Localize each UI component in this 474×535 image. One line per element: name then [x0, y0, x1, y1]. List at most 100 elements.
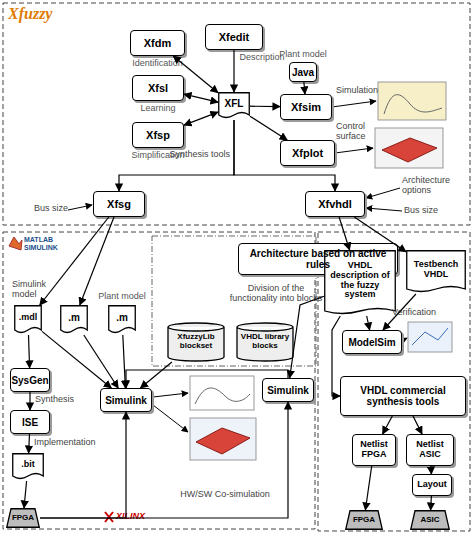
- connector-arrow: [304, 82, 305, 94]
- annotation-label: Architecture options: [402, 176, 468, 196]
- process-box: XfspSimplification: [132, 122, 184, 148]
- node-label: Simulink: [265, 385, 311, 396]
- node-label: FPGA: [351, 516, 377, 525]
- document-shape: .bit: [12, 453, 44, 481]
- connector-arrow: [383, 416, 393, 434]
- arrow: [366, 188, 400, 198]
- connector-arrow: [290, 296, 324, 378]
- node-caption: Plant model: [98, 292, 146, 302]
- node-label: VHDL library blocks: [236, 333, 294, 351]
- node-label: Architecture based on active rules: [239, 248, 397, 270]
- connector-arrow: [29, 392, 30, 410]
- chip-shape: ASIC: [410, 510, 450, 530]
- node-label: Testbench VHDL: [406, 260, 466, 280]
- node-label: ModelSim: [346, 337, 397, 348]
- arrow: [403, 338, 407, 340]
- node-label: Xfvhdl: [316, 198, 354, 210]
- simulation-thumbnail: [378, 82, 446, 120]
- annotation-label: HW/SW Co-simulation: [160, 490, 290, 500]
- process-box: XfeditDescription: [205, 24, 263, 50]
- process-box: Xfsg: [93, 191, 145, 217]
- connector-arrow: [40, 412, 126, 518]
- node-label: .bit: [19, 460, 37, 470]
- connector-arrow: [141, 362, 172, 388]
- node-label: VHDL description of the fuzzy system: [324, 261, 396, 301]
- node-label: ASIC: [418, 516, 441, 525]
- connector-arrow: [430, 466, 432, 474]
- node-label: Xfplot: [290, 147, 325, 159]
- node-label: Xfdm: [142, 37, 174, 49]
- connector-arrow: [184, 94, 218, 102]
- process-box: SysGen: [10, 368, 50, 392]
- region-border: [3, 232, 315, 529]
- process-box: Xfsim: [280, 94, 332, 120]
- annotation-label: MATLAB SIMULINK: [24, 236, 72, 251]
- connector-arrow: [29, 335, 30, 368]
- database-cylinder: XfuzzyLib blockset: [167, 322, 225, 362]
- annotation-label: Bus size: [404, 206, 454, 216]
- node-caption: Description: [239, 53, 284, 63]
- xilinx-logo: [105, 512, 113, 522]
- node-label: Xfedit: [217, 31, 252, 43]
- arrow: [153, 393, 188, 397]
- annotation-label: Control surface: [336, 122, 376, 142]
- modelsim-thumbnail: [408, 322, 452, 352]
- node-caption: Simplification: [131, 151, 184, 161]
- node-caption: Learning: [140, 104, 175, 114]
- process-box: Xfplot: [280, 140, 335, 166]
- process-box: Layout: [412, 474, 452, 496]
- node-label: Xfsg: [105, 198, 133, 210]
- node-label: Netlist FPGA: [353, 440, 395, 460]
- connector-arrow: [430, 496, 432, 510]
- annotation-label: Xfuzzy: [8, 5, 88, 23]
- annotation-label: Bus size: [32, 204, 68, 214]
- annotation-label: XILINX: [116, 512, 166, 522]
- process-box: VHDL commercial synthesis tools: [340, 376, 466, 416]
- connector-arrow: [365, 466, 371, 510]
- chip-shape: FPGA: [6, 508, 40, 528]
- database-cylinder: VHDL library blocks: [236, 322, 294, 362]
- document-shape: XFL: [218, 92, 250, 120]
- process-box: ModelSim: [342, 330, 402, 354]
- document-shape: .mdl: [14, 305, 42, 335]
- node-label: .mdl: [17, 313, 40, 323]
- node-caption: Plant model: [279, 50, 327, 60]
- process-box: Xfvhdl: [305, 191, 365, 217]
- node-label: Xfsim: [289, 101, 323, 113]
- arrow: [332, 101, 376, 107]
- document-shape: Testbench VHDL: [406, 250, 466, 294]
- node-label: Simulink: [103, 395, 149, 406]
- annotation-label: Simulink model: [12, 280, 64, 300]
- node-label: Layout: [415, 480, 449, 490]
- connector-arrow: [119, 120, 234, 191]
- simulink-output-thumbnail: [190, 376, 254, 410]
- process-box: Plant modelJava: [289, 62, 317, 82]
- process-box: XfslLearning: [132, 75, 184, 101]
- edge-label: Synthesis: [35, 395, 74, 405]
- connector-arrow: [28, 434, 30, 453]
- connector-arrow: [123, 335, 126, 388]
- control-surface-thumbnail: [375, 128, 443, 168]
- node-label: ISE: [20, 417, 40, 428]
- annotation-label: Simulation: [336, 86, 384, 96]
- process-box: Simulink: [262, 378, 314, 402]
- arrow: [68, 205, 92, 210]
- node-caption: Identification: [132, 59, 183, 69]
- annotation-label: Division of the functionality into block…: [226, 284, 326, 304]
- document-shape: .m: [60, 305, 88, 335]
- node-label: XFL: [223, 98, 246, 109]
- connector-arrow: [367, 316, 370, 330]
- node-label: VHDL commercial synthesis tools: [341, 385, 465, 407]
- connector-arrow: [234, 120, 335, 191]
- node-label: Java: [290, 67, 316, 78]
- arrow: [153, 405, 188, 432]
- process-box: Netlist FPGA: [352, 434, 396, 466]
- region-border: [318, 232, 470, 531]
- arrow: [335, 148, 373, 153]
- arrow: [366, 208, 402, 211]
- node-label: .m: [66, 312, 82, 323]
- annotation-label: Verification: [392, 308, 462, 318]
- matlab-logo: [9, 237, 22, 250]
